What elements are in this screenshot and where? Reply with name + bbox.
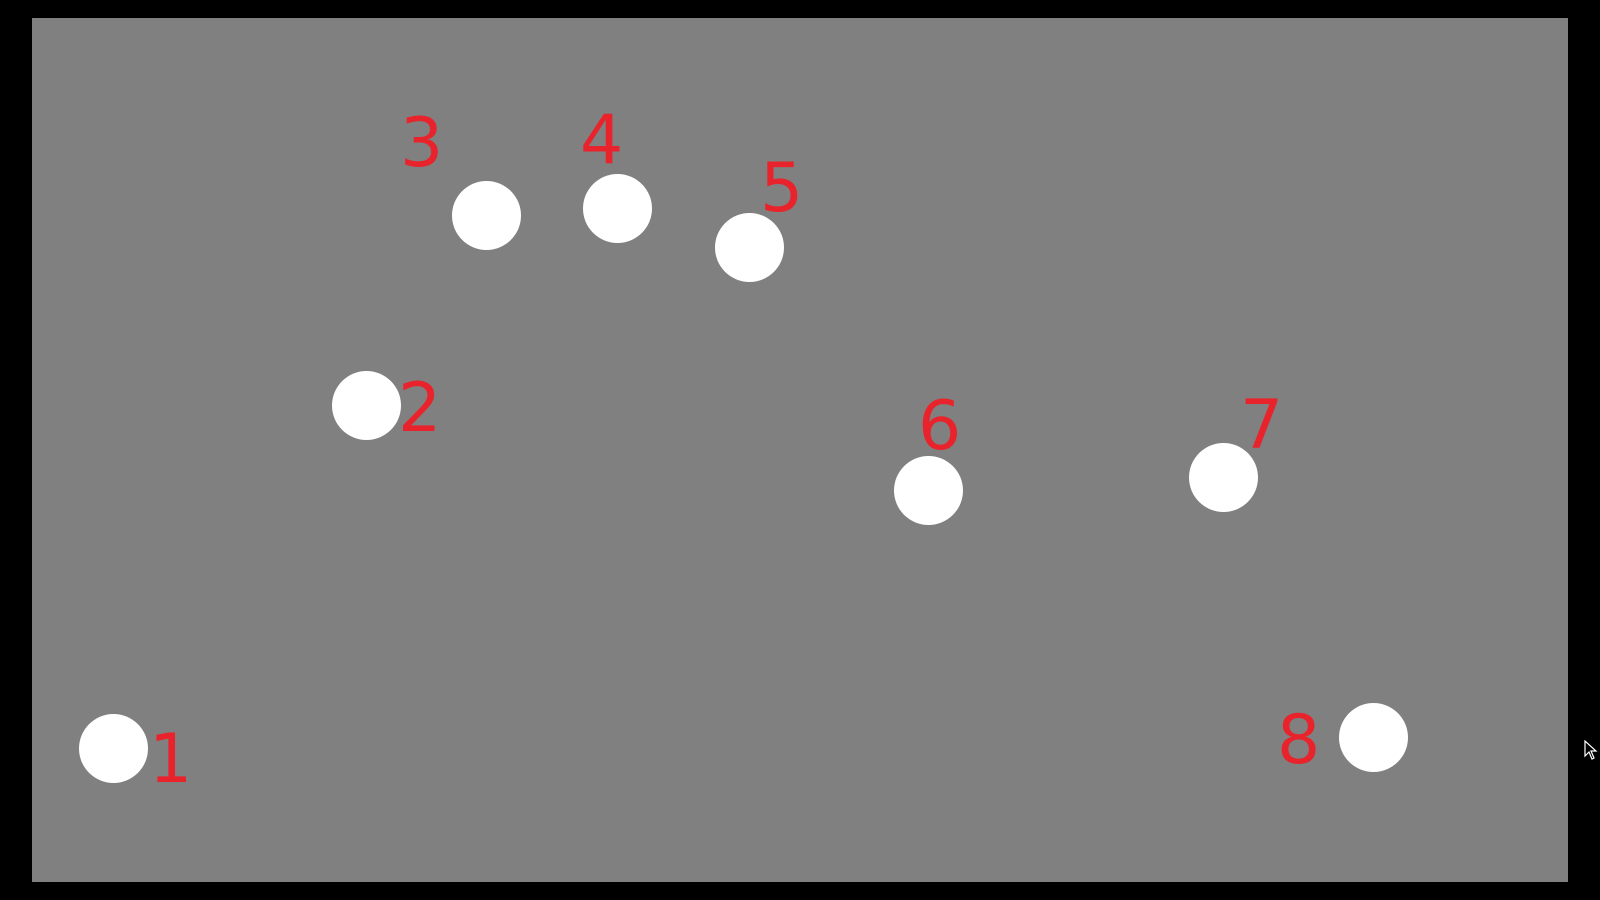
task-canvas[interactable]: 1 2 3 4 5 6 7 8 bbox=[32, 18, 1568, 882]
target-label-7: 7 bbox=[1240, 386, 1284, 465]
target-label-6: 6 bbox=[918, 387, 962, 466]
target-8[interactable] bbox=[1339, 703, 1408, 772]
target-4[interactable] bbox=[583, 174, 652, 243]
arrow-cursor-icon bbox=[1584, 740, 1598, 760]
target-label-1: 1 bbox=[149, 720, 193, 799]
target-1[interactable] bbox=[79, 714, 148, 783]
target-label-4: 4 bbox=[580, 101, 624, 180]
target-label-5: 5 bbox=[760, 149, 804, 228]
target-7[interactable] bbox=[1189, 443, 1258, 512]
target-3[interactable] bbox=[452, 181, 521, 250]
target-5[interactable] bbox=[715, 213, 784, 282]
target-label-8: 8 bbox=[1277, 701, 1321, 780]
target-6[interactable] bbox=[894, 456, 963, 525]
target-2[interactable] bbox=[332, 371, 401, 440]
target-label-2: 2 bbox=[398, 369, 442, 448]
target-label-3: 3 bbox=[400, 104, 444, 183]
